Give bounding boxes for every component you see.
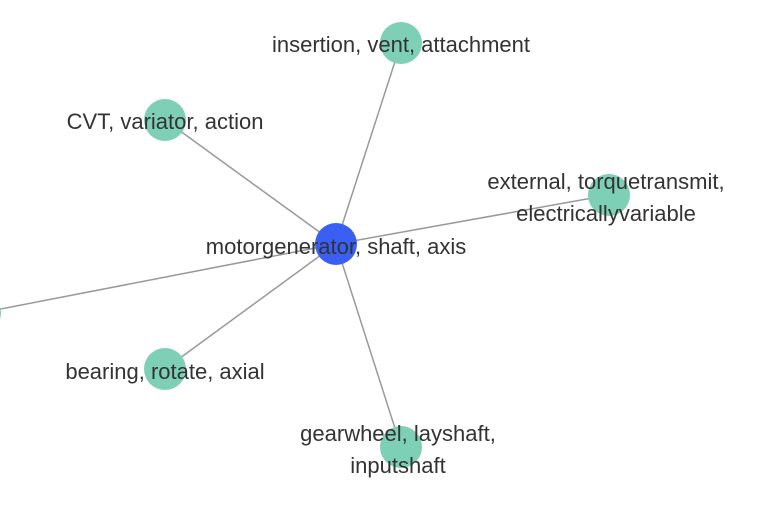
node-label-line: insertion, vent, attachment	[272, 32, 530, 57]
edge-center-to-top	[335, 42, 402, 245]
node-label-line: CVT, variator, action	[67, 109, 264, 134]
node-upper-left[interactable]	[144, 99, 186, 141]
edge-center-to-bottom	[335, 243, 402, 448]
edge-center-to-off-left	[0, 243, 337, 310]
node-center[interactable]	[315, 223, 357, 265]
graph-nodes	[0, 22, 630, 468]
node-label-center: motorgenerator, shaft, axis	[206, 234, 466, 259]
node-label-lower-left: bearing, rotate, axial	[65, 359, 264, 384]
edge-center-to-right	[335, 194, 610, 245]
node-label-top: insertion, vent, attachment	[272, 32, 530, 57]
node-label-line: external, torquetransmit,	[487, 169, 724, 194]
node-lower-left[interactable]	[144, 348, 186, 390]
node-top[interactable]	[380, 22, 422, 64]
graph-edges	[0, 42, 610, 448]
node-label-line: bearing, rotate, axial	[65, 359, 264, 384]
node-label-bottom: gearwheel, layshaft, inputshaft	[300, 421, 496, 478]
node-bottom[interactable]	[380, 426, 422, 468]
node-label-upper-left: CVT, variator, action	[67, 109, 264, 134]
node-label-right: external, torquetransmit, electricallyvar…	[487, 169, 724, 226]
node-label-line: gearwheel, layshaft,	[300, 421, 496, 446]
node-label-line: motorgenerator, shaft, axis	[206, 234, 466, 259]
edge-center-to-lower-left	[164, 243, 337, 370]
node-label-line: electricallyvariable	[516, 201, 696, 226]
node-right[interactable]	[588, 174, 630, 216]
edge-center-to-upper-left	[164, 119, 337, 245]
node-off-left[interactable]	[0, 292, 1, 334]
node-label-line: inputshaft	[350, 453, 445, 478]
